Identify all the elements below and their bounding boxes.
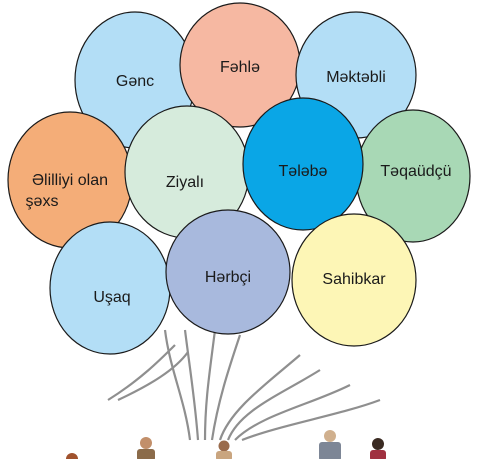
balloon-string bbox=[226, 369, 321, 441]
balloon-tenaqaudcu: Təqaüdçü bbox=[355, 109, 471, 243]
balloon-ziyali: Ziyalı bbox=[124, 105, 250, 239]
balloon-label: Fəhlə bbox=[220, 59, 260, 76]
balloon-string bbox=[241, 398, 381, 442]
balloon-label-line2: şəxs bbox=[26, 193, 59, 210]
person-figure-icon bbox=[137, 437, 155, 461]
balloon-shape bbox=[242, 97, 364, 231]
balloon-telebe: Tələbə bbox=[242, 97, 364, 231]
balloon-sahibkar: Sahibkar bbox=[291, 213, 417, 347]
balloon-label: Ziyalı bbox=[166, 174, 204, 191]
balloon-label: Tələbə bbox=[279, 163, 328, 180]
balloon-string bbox=[117, 351, 189, 401]
balloon-string bbox=[210, 334, 242, 441]
balloon-label: Əlilliyi olan bbox=[32, 172, 108, 189]
people-group bbox=[66, 430, 386, 464]
person-figure-icon bbox=[370, 438, 386, 461]
person-figure-icon bbox=[66, 453, 78, 464]
balloon-string bbox=[163, 329, 192, 441]
person-figure-icon bbox=[216, 440, 232, 461]
balloon-usaq: Uşaq bbox=[49, 221, 171, 355]
balloon-label: Hərbçi bbox=[205, 269, 251, 286]
balloon-shape bbox=[49, 221, 171, 355]
balloon-label: Uşaq bbox=[93, 289, 130, 306]
balloon-label: Gənc bbox=[116, 73, 154, 90]
balloon-herbci: Hərbçi bbox=[165, 209, 291, 335]
person-figure-icon bbox=[319, 430, 341, 461]
balloon-shape bbox=[291, 213, 417, 347]
balloon-string bbox=[183, 329, 200, 441]
balloon-string bbox=[234, 384, 351, 441]
balloon-shape bbox=[165, 209, 291, 335]
balloon-string bbox=[203, 329, 217, 441]
balloon-string bbox=[218, 354, 301, 441]
balloon-label: Təqaüdçü bbox=[380, 163, 451, 180]
balloon-strings bbox=[107, 329, 381, 442]
balloon-label: Məktəbli bbox=[326, 69, 386, 86]
balloon-string bbox=[107, 344, 176, 401]
balloon-label: Sahibkar bbox=[322, 271, 386, 288]
